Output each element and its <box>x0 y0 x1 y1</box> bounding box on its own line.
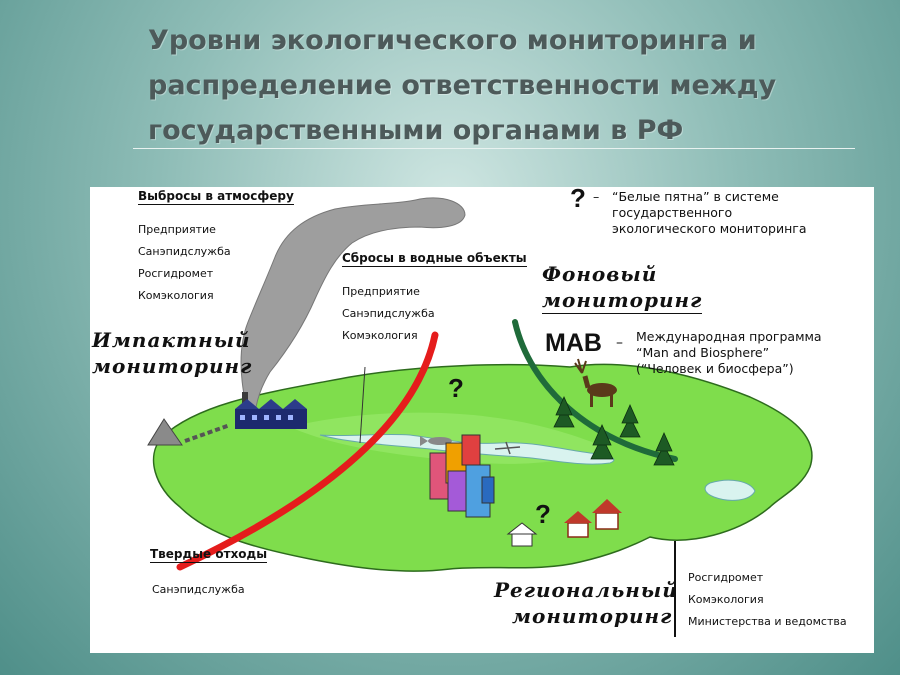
discharges-item: Санэпидслужба <box>342 307 435 320</box>
fir-tree-icon <box>553 396 675 466</box>
impact-monitoring-curve <box>176 331 439 571</box>
emissions-item: Комэкология <box>138 289 214 302</box>
title-line-3: государственными органами в РФ <box>148 115 684 146</box>
dead-fish-icon <box>494 441 521 455</box>
landscape-illustration <box>147 197 813 572</box>
pond <box>704 479 756 501</box>
diagram-panel: Выбросы в атмосферу Предприятие Санэпидс… <box>90 187 874 653</box>
background-monitoring-label: Фоновый мониторинг <box>542 261 703 314</box>
regional-monitoring-line-2: мониторинг <box>512 604 673 628</box>
discharges-heading: Сбросы в водные объекты <box>342 251 527 267</box>
title-line-2: распределение ответственности между <box>148 70 777 101</box>
background-monitoring-line-2: мониторинг <box>542 288 703 314</box>
mab-abbreviation: MAB <box>545 329 602 357</box>
factory-icon <box>235 392 307 429</box>
white-spots-line-1: “Белые пятна” в системе <box>612 189 779 204</box>
white-spots-dash: – <box>593 189 600 204</box>
slide-title: Уровни экологического мониторинга и расп… <box>148 18 848 153</box>
regional-monitoring-line-1: Региональный <box>494 578 678 602</box>
unknown-mark: ? <box>448 373 464 403</box>
title-divider <box>133 148 855 149</box>
discharges-item: Предприятие <box>342 285 420 298</box>
white-spots-line-3: экологического мониторинга <box>612 221 807 236</box>
emissions-item: Росгидромет <box>138 267 214 280</box>
regional-divider <box>674 541 676 637</box>
unknown-mark: ? <box>535 499 551 529</box>
mab-line-3: (“Человек и биосфера”) <box>636 361 794 376</box>
white-spots-text: “Белые пятна” в системе государственного… <box>612 189 806 237</box>
regional-item: Комэкология <box>688 593 764 606</box>
solid-waste-heading: Твердые отходы <box>150 547 268 563</box>
impact-monitoring-line-1: Импактный <box>92 328 251 352</box>
discharges-item: Комэкология <box>342 329 418 342</box>
waste-heap-icon <box>147 418 183 446</box>
discharge-pointer <box>359 366 366 444</box>
solid-waste-item: Санэпидслужба <box>152 583 245 596</box>
mab-line-2: “Man and Biosphere” <box>636 345 770 360</box>
smoke-plume-icon <box>240 197 466 408</box>
emissions-heading: Выбросы в атмосферу <box>138 189 294 205</box>
white-spots-mark: ? <box>570 187 586 213</box>
background-monitoring-line-1: Фоновый <box>542 262 658 286</box>
regional-monitoring-label: Региональный мониторинг <box>494 577 678 629</box>
white-spots-line-2: государственного <box>612 205 733 220</box>
house-icon <box>564 499 622 538</box>
title-line-1: Уровни экологического мониторинга и <box>148 25 757 56</box>
city-buildings-icon <box>429 434 495 518</box>
mab-line-1: Международная программа <box>636 329 822 344</box>
emissions-item: Предприятие <box>138 223 216 236</box>
emissions-item: Санэпидслужба <box>138 245 231 258</box>
impact-monitoring-line-2: мониторинг <box>92 354 253 378</box>
deer-icon <box>574 358 617 407</box>
regional-item: Росгидромет <box>688 571 764 584</box>
well-icon <box>506 522 538 547</box>
mab-dash: – <box>616 335 623 351</box>
regional-item: Министерства и ведомства <box>688 615 847 628</box>
impact-monitoring-label: Импактный мониторинг <box>92 327 252 379</box>
mab-description: Международная программа “Man and Biosphe… <box>636 329 822 377</box>
